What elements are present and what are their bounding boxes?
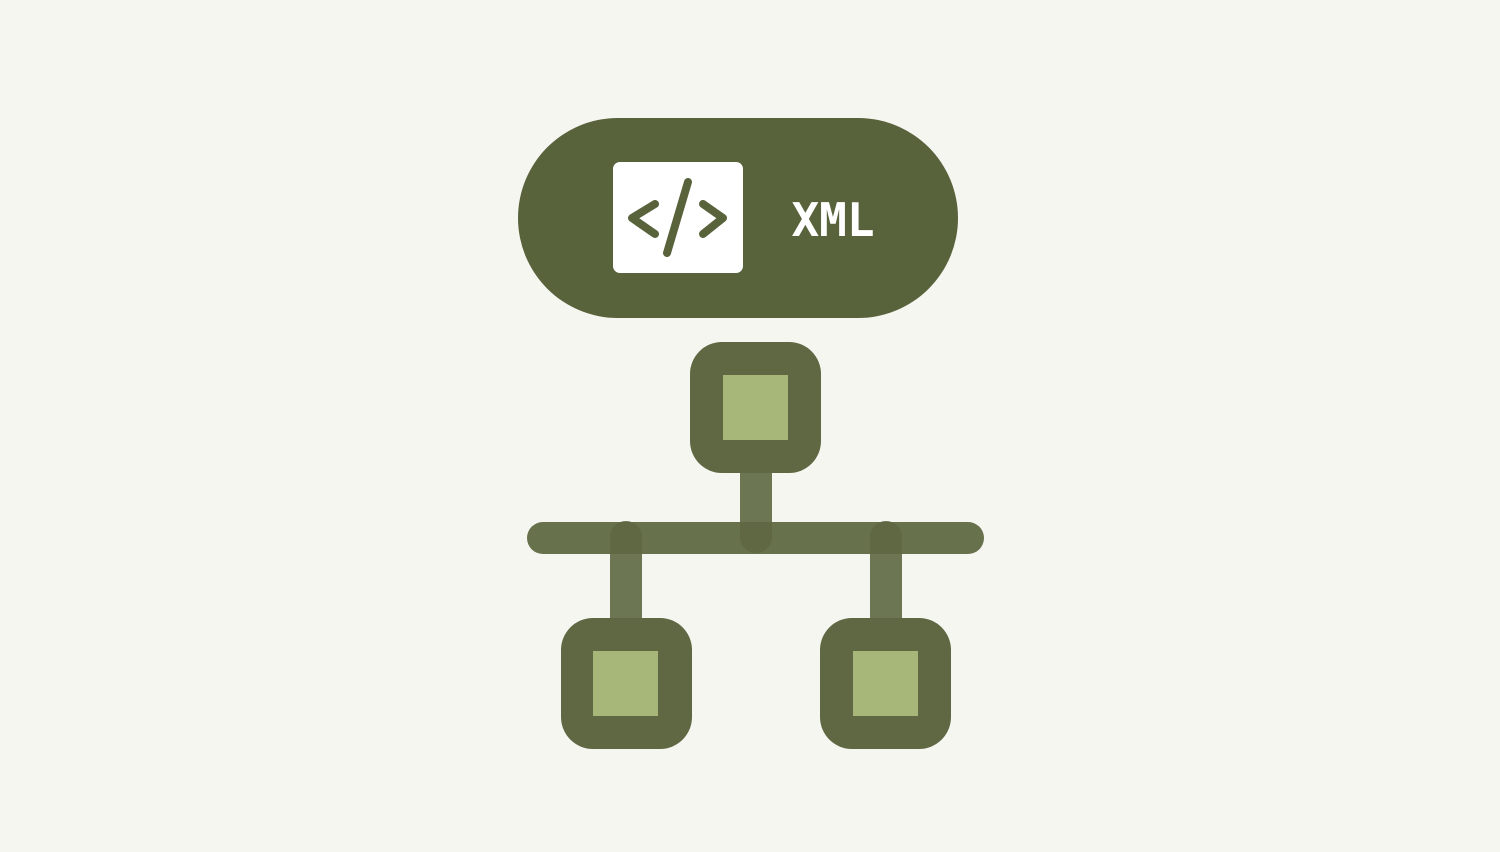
- code-icon-right-bracket: [699, 200, 727, 238]
- right-child-node-fill: [853, 651, 918, 716]
- root-node: [690, 342, 821, 473]
- left-child-node: [561, 618, 692, 749]
- xml-badge-label: XML: [791, 193, 874, 247]
- xml-badge: XML: [518, 118, 958, 318]
- root-node-fill: [723, 375, 788, 440]
- left-child-node-fill: [593, 651, 658, 716]
- hierarchy-icon: [527, 342, 984, 749]
- right-child-node: [820, 618, 951, 749]
- code-icon-left-bracket: [628, 200, 659, 238]
- code-icon-slash: [663, 178, 692, 257]
- code-icon: [613, 162, 743, 273]
